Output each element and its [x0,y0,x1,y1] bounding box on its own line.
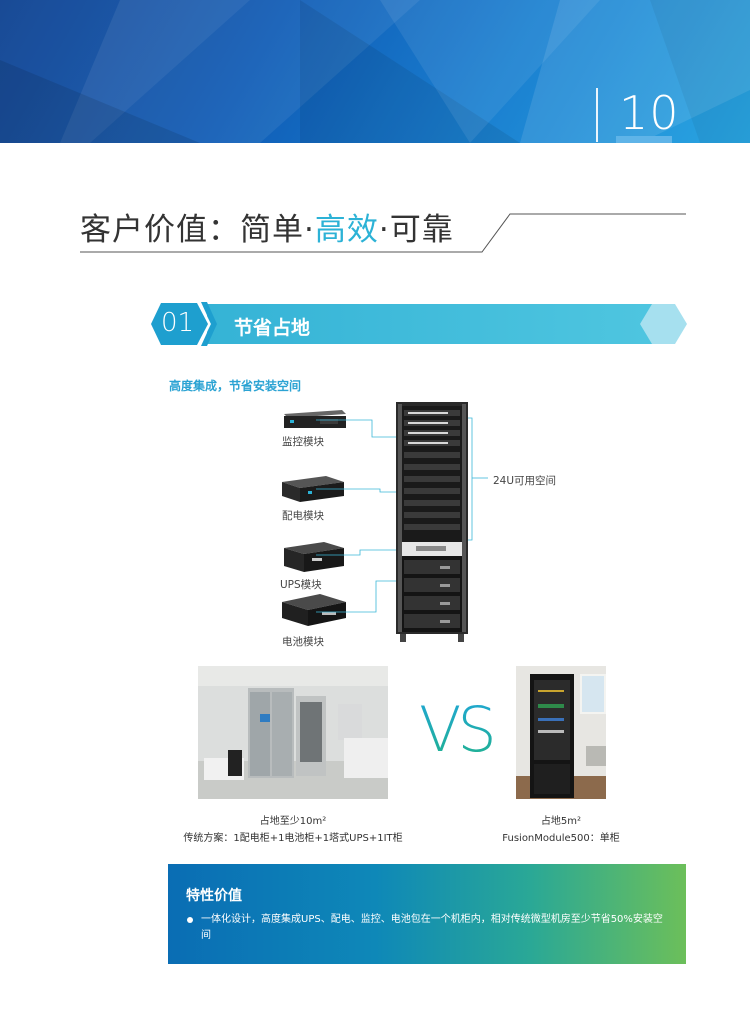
module-label-monitoring: 监控模块 [282,436,324,448]
module-label-power-distribution: 配电模块 [282,510,324,522]
header-banner: 10 [0,0,750,143]
subheading: 高度集成，节省安装空间 [169,379,302,393]
ups-module-image [284,542,344,572]
title-suffix: ·可靠 [378,212,454,248]
page-number: 10 [619,86,680,140]
bullet-dot-icon [187,917,193,923]
page-title: 客户价值：简单·高效·可靠 [80,204,454,249]
left-caption-area: 占地至少10m² [259,816,327,827]
battery-module-image [282,594,346,626]
vs-text: VS [419,693,497,766]
right-caption-area: 占地5m² [540,816,582,827]
power-distribution-module-image [282,476,344,502]
rack-cabinet-image [396,402,468,642]
title-prefix: 客户价值：简单· [80,212,315,248]
section-title: 节省占地 [234,317,311,339]
module-label-ups: UPS模块 [280,579,322,591]
title-accent: 高效 [314,212,379,248]
left-caption-solution: 传统方案：1配电柜+1电池柜+1塔式UPS+1IT柜 [183,833,403,844]
module-label-battery: 电池模块 [282,636,324,648]
traditional-room-photo [198,666,388,799]
section-band [147,300,687,348]
rack-space-label: 24U可用空间 [493,475,557,487]
feature-box [168,864,686,964]
page-number-divider [596,88,598,142]
fusionmodule-photo [516,666,606,799]
right-caption-solution: FusionModule500：单柜 [502,833,620,844]
banner-decoration [0,0,750,143]
section-number: 01 [161,308,195,338]
feature-title: 特性价值 [186,888,242,904]
page-number-underline [616,136,672,143]
monitoring-module-image [284,410,346,428]
feature-bullet-text: 一体化设计，高度集成UPS、配电、监控、电池包在一个机柜内，相对传统微型机房至少… [201,914,663,941]
